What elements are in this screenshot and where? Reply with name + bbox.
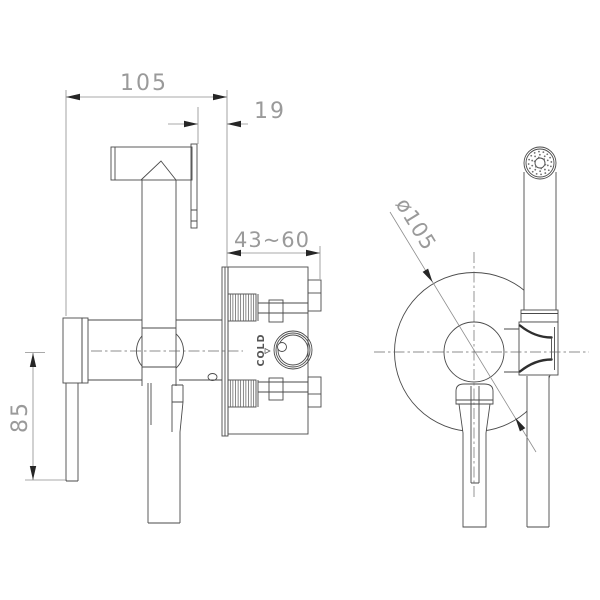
handle-end-cap	[62, 317, 83, 384]
dimension-85: 85	[8, 352, 67, 481]
side-view	[62, 143, 229, 524]
dimension-43-60: 43~60	[227, 228, 321, 279]
bracket-plate	[190, 143, 198, 229]
front-view	[394, 146, 559, 528]
body-cap-circle	[443, 321, 505, 383]
holder-arm	[504, 328, 519, 373]
lever-rod-side	[65, 383, 79, 482]
bracket-hook-lines	[191, 209, 197, 222]
collar-chords	[142, 327, 176, 368]
hose-front	[526, 376, 550, 528]
dim-43-60-text: 43~60	[234, 228, 310, 252]
centerlines	[91, 252, 589, 497]
head-cone-transition	[140, 160, 177, 181]
cold-direction-triangle	[264, 347, 271, 355]
spray-head-side	[110, 146, 193, 181]
spray-head-front	[523, 146, 557, 180]
cartridge-circle	[273, 330, 313, 370]
valve-body: COLD	[227, 266, 322, 435]
supply-threads-top	[227, 293, 259, 322]
handle-nut	[520, 309, 559, 323]
pipe-nut-bottom	[268, 377, 284, 401]
lever-flare	[455, 383, 494, 405]
dimension-19: 19	[168, 99, 286, 144]
lever-handle-side	[65, 383, 79, 482]
rear-fitting-bottom	[307, 376, 322, 408]
pipe-nut-top	[268, 299, 284, 323]
dimension-105: 105	[65, 71, 228, 316]
control-lever-front	[455, 383, 494, 528]
lever-slot	[470, 386, 480, 484]
hose-side	[147, 383, 184, 524]
head-body	[110, 146, 193, 181]
cold-label: COLD	[256, 334, 267, 367]
dim-85-text: 85	[8, 401, 33, 433]
dim-19-text: 19	[254, 99, 286, 124]
spray-handle-front	[523, 166, 557, 310]
dim-dia-105-text: ø105	[391, 194, 441, 255]
hose-lines	[147, 383, 184, 524]
wand-edges	[141, 180, 177, 386]
rear-fitting-top	[307, 279, 322, 312]
wall-plate-side	[221, 266, 229, 437]
body-joint-ring	[81, 317, 89, 384]
supply-threads-bottom	[227, 379, 259, 408]
holder-bracket-side	[190, 143, 198, 229]
hose-outlet-hole	[207, 373, 218, 381]
lever-rod-front	[458, 403, 491, 528]
handle-tube-edges	[523, 172, 557, 310]
spray-wand-side	[141, 180, 177, 386]
spray-nozzle-dots	[527, 150, 553, 176]
dim-105-text: 105	[120, 71, 168, 96]
wand-holder-front	[518, 321, 559, 376]
cartridge-notch	[277, 342, 287, 352]
